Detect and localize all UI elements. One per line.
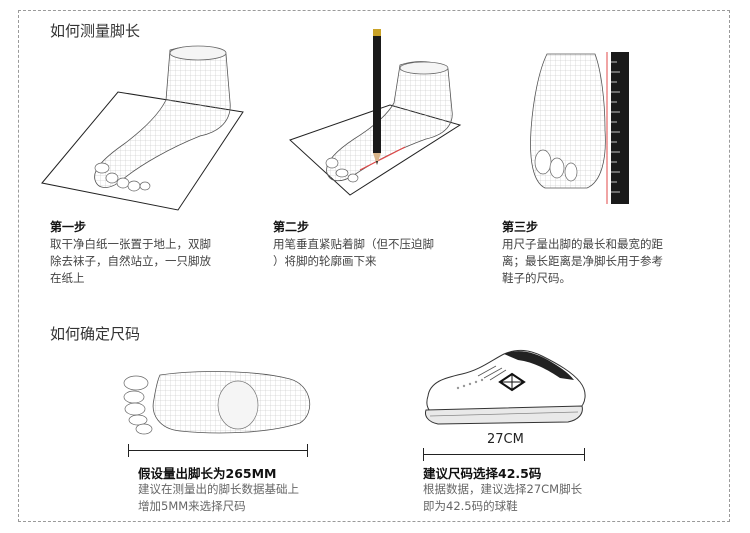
- shoe-length-label: 27CM: [487, 432, 524, 447]
- step3-line: 用尺子量出脚的最长和最宽的距: [502, 237, 663, 251]
- foot-length-dimension: [128, 444, 308, 457]
- foot-length-label: 假设量出脚长为265MM: [138, 466, 277, 481]
- page-frame: [18, 10, 730, 522]
- shoe-size-label: 建议尺码选择42.5码: [423, 466, 542, 481]
- foot-top-view-illustration: [123, 371, 311, 435]
- measure-title: 如何测量脚长: [50, 22, 141, 40]
- foot-length-description: 建议在测量出的脚长数据基础上 增加5MM来选择尺码: [138, 481, 358, 515]
- ruler-measuring-illustration: [530, 52, 629, 204]
- step2-description: 用笔垂直紧贴着脚（但不压迫脚 ）将脚的轮廓画下来: [273, 236, 483, 270]
- shoe-size-description: 根据数据，建议选择27CM脚长 即为42.5码的球鞋: [423, 481, 653, 515]
- shoe-desc-line: 根据数据，建议选择27CM脚长: [423, 482, 583, 496]
- step1-line: 在纸上: [50, 271, 85, 285]
- step1-line: 取干净白纸一张置于地上，双脚: [50, 237, 211, 251]
- step3-line: 鞋子的尺码。: [502, 271, 571, 285]
- step3-description: 用尺子量出脚的最长和最宽的距 离；最长距离是净脚长用于参考 鞋子的尺码。: [502, 236, 712, 287]
- step2-line: ）将脚的轮廓画下来: [273, 254, 377, 268]
- step2-line: 用笔垂直紧贴着脚（但不压迫脚: [273, 237, 434, 251]
- step1-line: 除去袜子，自然站立，一只脚放: [50, 254, 211, 268]
- step2-title: 第二步: [273, 220, 310, 234]
- pencil-tracing-illustration: [289, 29, 462, 196]
- step1-description: 取干净白纸一张置于地上，双脚 除去袜子，自然站立，一只脚放 在纸上: [50, 236, 260, 287]
- foot-desc-line: 建议在测量出的脚长数据基础上: [138, 482, 299, 496]
- sneaker-illustration: [425, 349, 586, 425]
- step3-line: 离；最长距离是净脚长用于参考: [502, 254, 663, 268]
- foot-on-paper-illustration: [41, 45, 244, 211]
- shoe-length-dimension: [423, 448, 585, 461]
- step3-title: 第三步: [502, 220, 539, 234]
- step1-title: 第一步: [50, 220, 87, 234]
- foot-desc-line: 增加5MM来选择尺码: [138, 499, 246, 513]
- shoe-desc-line: 即为42.5码的球鞋: [423, 499, 518, 513]
- size-title: 如何确定尺码: [50, 325, 141, 343]
